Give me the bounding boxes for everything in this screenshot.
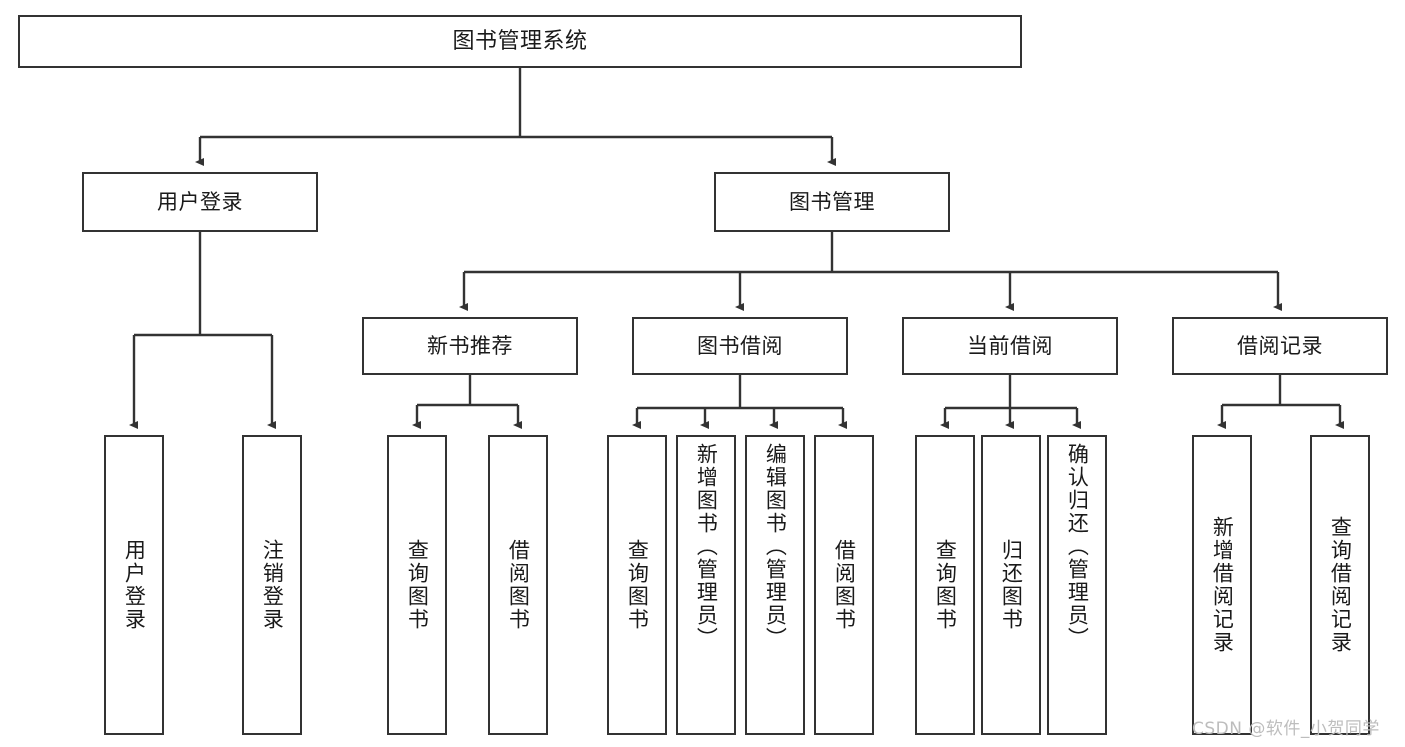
node-book-management[interactable]: 图书管理 [714, 172, 950, 232]
leaf-add-book-admin[interactable]: 新增图书（管理员） [676, 435, 736, 735]
leaf-add-borrow-record[interactable]: 新增借阅记录 [1192, 435, 1252, 735]
node-label: 归还图书 [999, 539, 1024, 631]
node-label: 编辑图书（管理员） [763, 443, 788, 650]
node-label: 用户登录 [122, 539, 147, 631]
leaf-confirm-return-admin[interactable]: 确认归还（管理员） [1047, 435, 1107, 735]
node-current-borrow[interactable]: 当前借阅 [902, 317, 1118, 375]
node-label: 新增图书（管理员） [694, 443, 719, 650]
leaf-query-book-current[interactable]: 查询图书 [915, 435, 975, 735]
node-label: 用户登录 [157, 189, 243, 214]
leaf-query-book-borrow[interactable]: 查询图书 [607, 435, 667, 735]
leaf-query-borrow-record[interactable]: 查询借阅记录 [1310, 435, 1370, 735]
node-label: 确认归还（管理员） [1065, 443, 1090, 650]
node-label: 借阅记录 [1237, 333, 1323, 358]
node-label: 图书借阅 [697, 333, 783, 358]
node-label: 查询图书 [405, 539, 430, 631]
leaf-borrow-book[interactable]: 借阅图书 [814, 435, 874, 735]
csdn-watermark: CSDN @软件_小贺同学 [1192, 719, 1380, 739]
leaf-user-login[interactable]: 用户登录 [104, 435, 164, 735]
node-label: 查询图书 [625, 539, 650, 631]
node-label: 查询借阅记录 [1328, 516, 1353, 654]
leaf-edit-book-admin[interactable]: 编辑图书（管理员） [745, 435, 805, 735]
node-label: 新增借阅记录 [1210, 516, 1235, 654]
node-label: 借阅图书 [832, 539, 857, 631]
node-label: 借阅图书 [506, 539, 531, 631]
node-book-borrow[interactable]: 图书借阅 [632, 317, 848, 375]
node-root-system[interactable]: 图书管理系统 [18, 15, 1022, 68]
node-label: 查询图书 [933, 539, 958, 631]
node-label: 注销登录 [260, 539, 285, 631]
leaf-return-book[interactable]: 归还图书 [981, 435, 1041, 735]
node-label: 图书管理系统 [452, 28, 588, 54]
node-new-book-recommend[interactable]: 新书推荐 [362, 317, 578, 375]
node-label: 图书管理 [789, 189, 875, 214]
leaf-borrow-book-recommend[interactable]: 借阅图书 [488, 435, 548, 735]
node-label: 新书推荐 [427, 333, 513, 358]
leaf-logout-login[interactable]: 注销登录 [242, 435, 302, 735]
node-label: 当前借阅 [967, 333, 1053, 358]
node-user-login[interactable]: 用户登录 [82, 172, 318, 232]
leaf-query-book-recommend[interactable]: 查询图书 [387, 435, 447, 735]
node-borrow-record[interactable]: 借阅记录 [1172, 317, 1388, 375]
